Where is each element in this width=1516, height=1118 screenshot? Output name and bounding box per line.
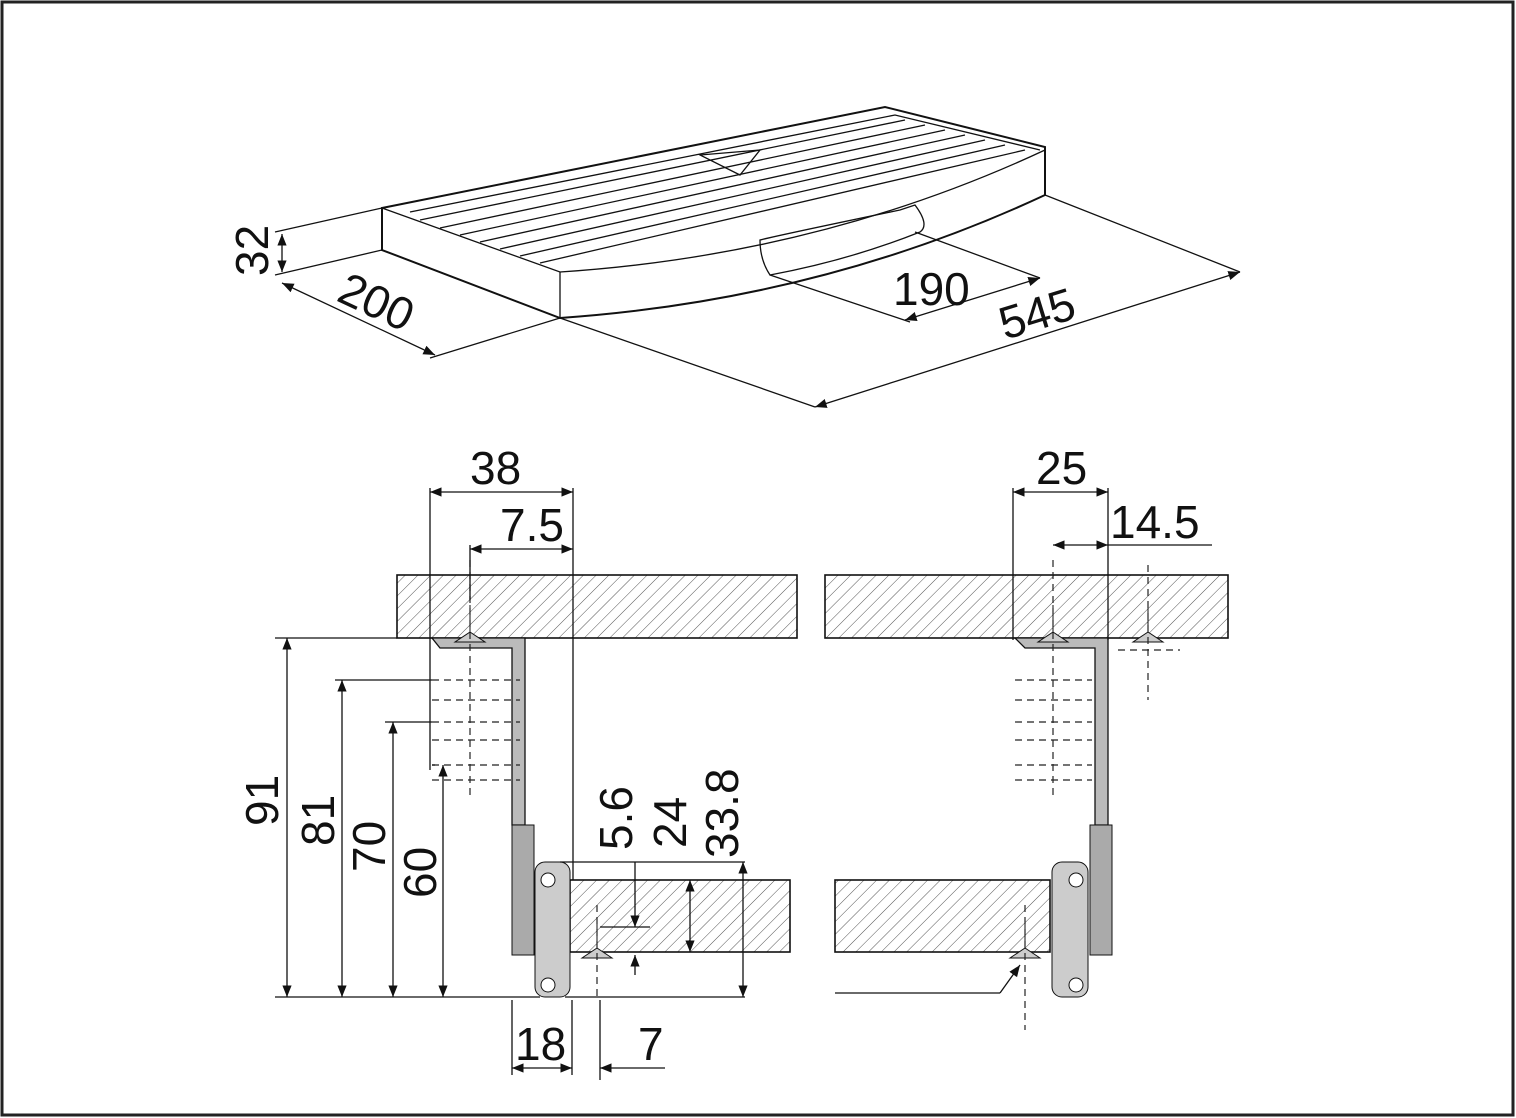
tray-slats	[419, 119, 1026, 264]
dim-5-6: 5.6	[590, 786, 642, 850]
left-section: 38 7.5 91 81 70 60 5.6 24 33.8 18 7	[236, 442, 798, 1080]
dim-height-81: 81	[292, 795, 344, 846]
screw-icon	[1131, 605, 1165, 643]
dim-screw-7: 7	[638, 1018, 664, 1070]
dim-depth-200: 200	[331, 262, 423, 342]
dim-33-8: 33.8	[696, 768, 748, 858]
bracket-right	[1013, 637, 1109, 826]
tray-handle	[759, 204, 925, 276]
iso-dimensions: 32 200 190 545	[226, 194, 1241, 408]
right-section: 25 14.5	[824, 442, 1229, 1030]
dim-width-25: 25	[1036, 442, 1087, 494]
cabinet-top-panel-left	[396, 574, 798, 639]
tray-marker-icon	[697, 149, 762, 176]
dim-width-38: 38	[470, 442, 521, 494]
dim-handle-190: 190	[893, 263, 970, 315]
drawer-bottom-right	[834, 879, 1051, 953]
dim-offset-7-5: 7.5	[500, 499, 564, 551]
runner-right	[1089, 824, 1113, 956]
bracket-left	[430, 637, 526, 826]
dim-height-91: 91	[236, 775, 288, 826]
screw-icon	[1008, 920, 1042, 959]
tray-isometric	[381, 105, 1046, 320]
dim-rail-18: 18	[515, 1018, 566, 1070]
dim-offset-14-5: 14.5	[1110, 496, 1200, 548]
runner-left	[511, 824, 535, 956]
slide-rail-left	[534, 861, 571, 998]
cabinet-top-panel-right	[824, 574, 1229, 639]
drawer-bottom-left	[569, 879, 791, 953]
dim-height-60: 60	[394, 847, 446, 898]
dim-height-32: 32	[226, 225, 278, 276]
dim-height-70: 70	[343, 821, 395, 872]
slide-rail-right	[1051, 861, 1089, 998]
screw-icon	[580, 920, 614, 959]
dim-24: 24	[644, 797, 696, 848]
